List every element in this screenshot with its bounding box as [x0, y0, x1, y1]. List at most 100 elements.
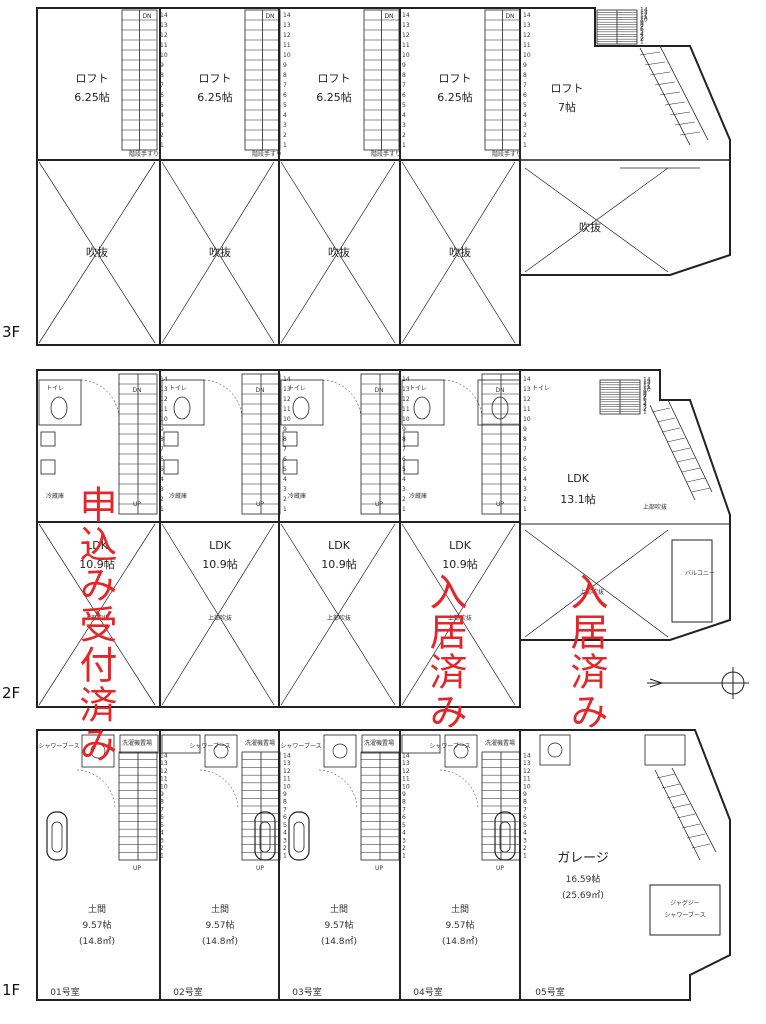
- stair-number: 3: [402, 486, 406, 493]
- stair-number: 11: [523, 776, 531, 783]
- stair-number: 13: [643, 379, 651, 386]
- stair-number: 11: [283, 406, 291, 413]
- washer-label: 洗濯機置場: [485, 739, 515, 747]
- stair-number: 12: [402, 768, 410, 775]
- stair-number: 6: [283, 456, 287, 463]
- stair-number: 6: [402, 92, 406, 99]
- stair-number: 7: [402, 806, 406, 813]
- stair-number: 6: [640, 26, 644, 33]
- stair-number: 13: [283, 386, 291, 393]
- garage-label: ガレージ: [557, 851, 609, 866]
- dirt-floor-area: (14.8㎡): [442, 936, 478, 947]
- up-label: UP: [496, 501, 504, 508]
- stair-number: 5: [523, 822, 527, 829]
- stair-number: 8: [402, 799, 406, 806]
- ldk-size: 10.9帖: [321, 558, 357, 571]
- floor-label-1f: 1F: [2, 981, 20, 999]
- toilet-label: トイレ: [532, 385, 550, 392]
- stair-number: 1: [160, 853, 164, 860]
- stamp-application-accepted: 申込み受付済み: [73, 485, 117, 765]
- stair-number: 14: [523, 752, 531, 759]
- stair-number: 4: [160, 112, 164, 119]
- unit-number: 03号室: [292, 986, 321, 998]
- stair-number: 4: [160, 830, 164, 837]
- handrail-label: 階段手すり: [371, 150, 401, 158]
- toilet-label: トイレ: [409, 385, 427, 392]
- stair-number: 9: [523, 791, 527, 798]
- upper-void-label: 上部吹抜: [643, 503, 667, 511]
- stair-number: 8: [643, 391, 647, 398]
- dn-label: DN: [495, 387, 504, 394]
- stair-number: 12: [640, 12, 648, 19]
- dn-label: DN: [142, 13, 151, 20]
- stair-number: 7: [402, 446, 406, 453]
- stair-number: 2: [283, 496, 287, 503]
- dirt-floor-label: 土間: [330, 903, 348, 915]
- unit-number: 05号室: [535, 986, 564, 998]
- stair-number: 4: [283, 112, 287, 119]
- handrail-label: 階段手すり: [252, 150, 282, 158]
- loft-size: 7帖: [558, 101, 576, 114]
- up-label: UP: [256, 501, 264, 508]
- floor-label-2f: 2F: [2, 684, 20, 702]
- stair-number: 1: [523, 853, 527, 860]
- stair-number: 8: [523, 799, 527, 806]
- stair-number: 14: [402, 752, 410, 759]
- dirt-floor-size: 9.57帖: [445, 919, 474, 931]
- stair-number: 2: [523, 496, 527, 503]
- shower-label: シャワーブース: [280, 742, 321, 750]
- loft-size: 6.25帖: [316, 91, 352, 104]
- stair-number: 12: [283, 32, 291, 39]
- stair-number: 9: [160, 62, 164, 69]
- up-label: UP: [375, 501, 383, 508]
- stair-number: 11: [402, 406, 410, 413]
- upper-void-label: 上部吹抜: [327, 614, 351, 622]
- stair-number: 4: [640, 31, 644, 38]
- stair-number: 14: [160, 752, 168, 759]
- stair-number: 6: [523, 814, 527, 821]
- up-label: UP: [133, 501, 141, 508]
- garage-size: 16.59帖: [566, 873, 601, 885]
- stair-number: 2: [523, 132, 527, 139]
- stair-number: 7: [160, 446, 164, 453]
- stair-number: 5: [523, 466, 527, 473]
- stair-number: 12: [523, 32, 531, 39]
- unit-number: 01号室: [50, 986, 79, 998]
- stair-number: 9: [160, 426, 164, 433]
- washer-label: 洗濯機置場: [364, 739, 394, 747]
- dirt-floor-label: 土間: [88, 903, 106, 915]
- floor-label-3f: 3F: [2, 323, 20, 341]
- stair-number: 7: [643, 394, 647, 401]
- stair-number: 1: [160, 506, 164, 513]
- stair-number: 7: [523, 806, 527, 813]
- stair-number: 9: [283, 791, 287, 798]
- stair-number: 14: [402, 12, 410, 19]
- stair-number: 9: [402, 426, 406, 433]
- stair-number: 10: [523, 416, 531, 423]
- ldk-size: 10.9帖: [442, 558, 478, 571]
- ldk-label: LDK: [209, 539, 232, 552]
- stair-number: 1: [640, 38, 644, 45]
- stair-number: 1: [643, 408, 647, 415]
- stair-number: 8: [523, 72, 527, 79]
- stair-number: 12: [283, 396, 291, 403]
- dirt-floor-area: (14.8㎡): [321, 936, 357, 947]
- stair-number: 11: [643, 384, 651, 391]
- stair-number: 9: [402, 62, 406, 69]
- dn-label: DN: [505, 13, 514, 20]
- stair-number: 7: [283, 82, 287, 89]
- stair-number: 11: [160, 406, 168, 413]
- stair-number: 1: [283, 853, 287, 860]
- stair-number: 11: [402, 42, 410, 49]
- stair-number: 6: [160, 92, 164, 99]
- stair-number: 1: [523, 506, 527, 513]
- stair-number: 6: [643, 396, 647, 403]
- washer-label: 洗濯機置場: [245, 739, 275, 747]
- stair-number: 3: [523, 486, 527, 493]
- ldk-size: 13.1帖: [560, 493, 596, 506]
- shower-label: シャワーブース: [429, 742, 470, 750]
- stair-number: 8: [283, 436, 287, 443]
- dn-label: DN: [384, 13, 393, 20]
- dirt-floor-area: (14.8㎡): [202, 936, 238, 947]
- stair-number: 13: [160, 760, 168, 767]
